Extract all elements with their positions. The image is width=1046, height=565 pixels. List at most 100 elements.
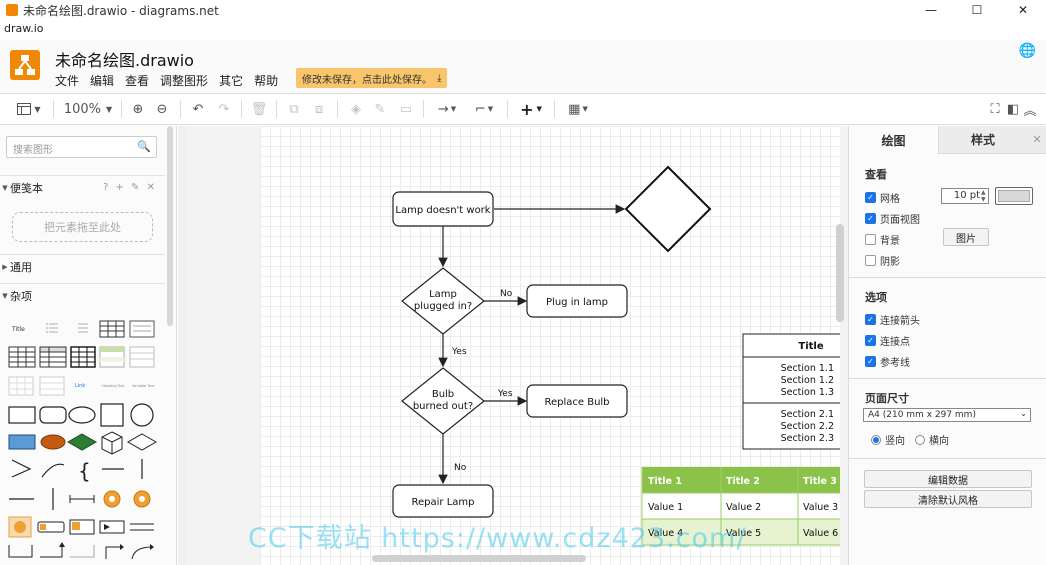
- shape-rounded-rectangle[interactable]: [39, 406, 67, 424]
- splitter[interactable]: [178, 126, 186, 565]
- menu-extras[interactable]: 其它: [219, 74, 244, 88]
- list-shape[interactable]: Title Section 1.1 Section 1.2 Section 1.…: [742, 333, 844, 450]
- shape-table-1[interactable]: [8, 346, 36, 368]
- waypoints-icon[interactable]: ⌐▼: [474, 101, 494, 117]
- tab-diagram[interactable]: 绘图: [849, 126, 938, 154]
- language-globe-icon[interactable]: 🌐: [1018, 43, 1036, 59]
- shape-table-3[interactable]: [70, 346, 96, 368]
- shape-arrow-elbow[interactable]: [105, 544, 124, 559]
- shape-double-line[interactable]: [130, 523, 154, 531]
- node-bulb-burned-out[interactable]: Bulb burned out?: [401, 367, 485, 435]
- zoom-out-icon[interactable]: ⊖: [156, 101, 168, 117]
- format-panel-icon[interactable]: ◧: [1006, 101, 1020, 117]
- diagram-page[interactable]: Lamp doesn't work Lamp plugged in? No Pl…: [260, 126, 844, 565]
- shape-list-numbered[interactable]: [78, 323, 88, 333]
- node-empty-diamond[interactable]: [624, 165, 712, 253]
- delete-icon[interactable]: 🗑: [250, 101, 268, 117]
- shape-table-light[interactable]: [129, 346, 155, 368]
- menu-help[interactable]: 帮助: [254, 74, 279, 88]
- shape-circle[interactable]: [130, 403, 154, 427]
- shape-list-small[interactable]: [46, 323, 58, 333]
- shape-arrow-up[interactable]: [40, 542, 65, 558]
- canvas-area[interactable]: Lamp doesn't work Lamp plugged in? No Pl…: [178, 126, 848, 565]
- canvas-vertical-scrollbar[interactable]: [836, 224, 844, 322]
- connection-arrows-checkbox[interactable]: ✓ 连接箭头: [865, 312, 920, 327]
- search-icon[interactable]: 🔍: [137, 140, 151, 153]
- shape-gear-1[interactable]: [103, 490, 121, 508]
- grid-size-spinner-icon[interactable]: ▲▼: [981, 189, 986, 203]
- unsaved-changes-button[interactable]: 修改未保存，点击此处保存。 ⤓: [296, 68, 448, 88]
- undo-icon[interactable]: ↶: [192, 101, 204, 117]
- minimize-button[interactable]: —: [925, 3, 937, 17]
- shape-arrow-curve[interactable]: [131, 544, 154, 560]
- table-icon[interactable]: ▦▼: [568, 101, 588, 117]
- shadow-checkbox[interactable]: 阴影: [865, 253, 900, 268]
- landscape-radio[interactable]: 横向: [915, 432, 949, 447]
- portrait-radio[interactable]: 竖向: [871, 432, 905, 447]
- shape-gear-2[interactable]: [133, 490, 151, 508]
- to-back-icon[interactable]: ⧈: [314, 101, 324, 117]
- canvas-horizontal-scrollbar[interactable]: [372, 555, 586, 562]
- close-window-button[interactable]: ✕: [1017, 3, 1029, 17]
- node-plug-in-lamp[interactable]: Plug in lamp: [526, 284, 628, 318]
- shape-tag-1[interactable]: [37, 521, 65, 533]
- shape-table-green[interactable]: [99, 346, 125, 368]
- node-repair-lamp[interactable]: Repair Lamp: [392, 484, 494, 518]
- line-color-icon[interactable]: ✎: [374, 101, 386, 117]
- shape-table-grid[interactable]: [99, 320, 125, 338]
- shape-corner[interactable]: [70, 545, 95, 558]
- shape-title-text[interactable]: Title: [11, 326, 25, 333]
- node-lamp-plugged-in[interactable]: Lamp plugged in?: [401, 267, 485, 335]
- fullscreen-icon[interactable]: ⛶: [990, 101, 1000, 117]
- menu-file[interactable]: 文件: [55, 74, 80, 88]
- redo-icon[interactable]: ↷: [218, 101, 230, 117]
- shape-variable-text[interactable]: Variable Text: [132, 384, 155, 388]
- shadow-icon[interactable]: ▭: [399, 101, 413, 117]
- tab-style[interactable]: 样式: [938, 126, 1027, 154]
- shape-cube[interactable]: [101, 431, 123, 455]
- shape-square[interactable]: [100, 403, 124, 427]
- menu-view[interactable]: 查看: [125, 74, 150, 88]
- grid-checkbox[interactable]: ✓ 网格: [865, 190, 900, 205]
- shape-table-2[interactable]: [39, 346, 67, 368]
- shape-search-input[interactable]: 搜索图形 🔍: [6, 136, 157, 158]
- page-view-checkbox[interactable]: ✓ 页面视图: [865, 211, 920, 226]
- section-scratchpad[interactable]: ▼ 便笺本 ? + ✎ ✕: [0, 175, 165, 199]
- connection-icon[interactable]: →▼: [437, 101, 457, 117]
- shape-brown-ellipse[interactable]: [40, 434, 66, 450]
- node-replace-bulb[interactable]: Replace Bulb: [526, 384, 628, 418]
- document-title[interactable]: 未命名绘图.drawio: [55, 51, 194, 70]
- section-general[interactable]: ▶ 通用: [0, 254, 165, 278]
- section-misc[interactable]: ▼ 杂项: [0, 283, 165, 307]
- shape-green-diamond[interactable]: [66, 433, 98, 451]
- guides-checkbox[interactable]: ✓ 参考线: [865, 354, 910, 369]
- close-panel-icon[interactable]: ✕: [1027, 126, 1046, 154]
- fill-color-icon[interactable]: ◈: [351, 101, 361, 117]
- node-lamp-doesnt-work[interactable]: Lamp doesn't work: [392, 191, 494, 227]
- page-size-select[interactable]: A4 (210 mm x 297 mm) ⌄: [863, 408, 1031, 422]
- zoom-select[interactable]: 100%▼: [63, 101, 113, 117]
- scratchpad-dropzone[interactable]: 把元素拖至此处: [12, 212, 153, 242]
- green-table[interactable]: Title 1 Title 2 Title 3 Value 1 Value 2 …: [641, 467, 842, 546]
- sidebar-scrollbar[interactable]: [167, 126, 173, 326]
- shape-brace[interactable]: {: [78, 459, 91, 483]
- shape-link[interactable]: Link: [75, 383, 85, 389]
- menu-edit[interactable]: 编辑: [90, 74, 115, 88]
- shape-dimension[interactable]: [69, 495, 95, 503]
- zoom-in-icon[interactable]: ⊕: [132, 101, 144, 117]
- collapse-icon[interactable]: ︽: [1023, 103, 1037, 119]
- shape-blue-rect[interactable]: [8, 434, 36, 450]
- shape-table-outline[interactable]: [129, 320, 155, 338]
- shape-heading-text[interactable]: Heading Text: [102, 384, 125, 388]
- shape-rectangle[interactable]: [8, 406, 36, 424]
- grid-color-button[interactable]: [995, 187, 1033, 205]
- shape-curve-2[interactable]: [41, 463, 65, 478]
- edit-data-button[interactable]: 编辑数据: [864, 470, 1032, 488]
- connection-points-checkbox[interactable]: ✓ 连接点: [865, 333, 910, 348]
- shape-tag-2[interactable]: [69, 519, 95, 535]
- shape-tag-3[interactable]: [99, 520, 125, 534]
- shape-grid-small-2[interactable]: [39, 376, 65, 396]
- shape-selected-gear[interactable]: [8, 516, 32, 538]
- clear-default-style-button[interactable]: 清除默认风格: [864, 490, 1032, 508]
- shape-bracket[interactable]: [8, 545, 33, 558]
